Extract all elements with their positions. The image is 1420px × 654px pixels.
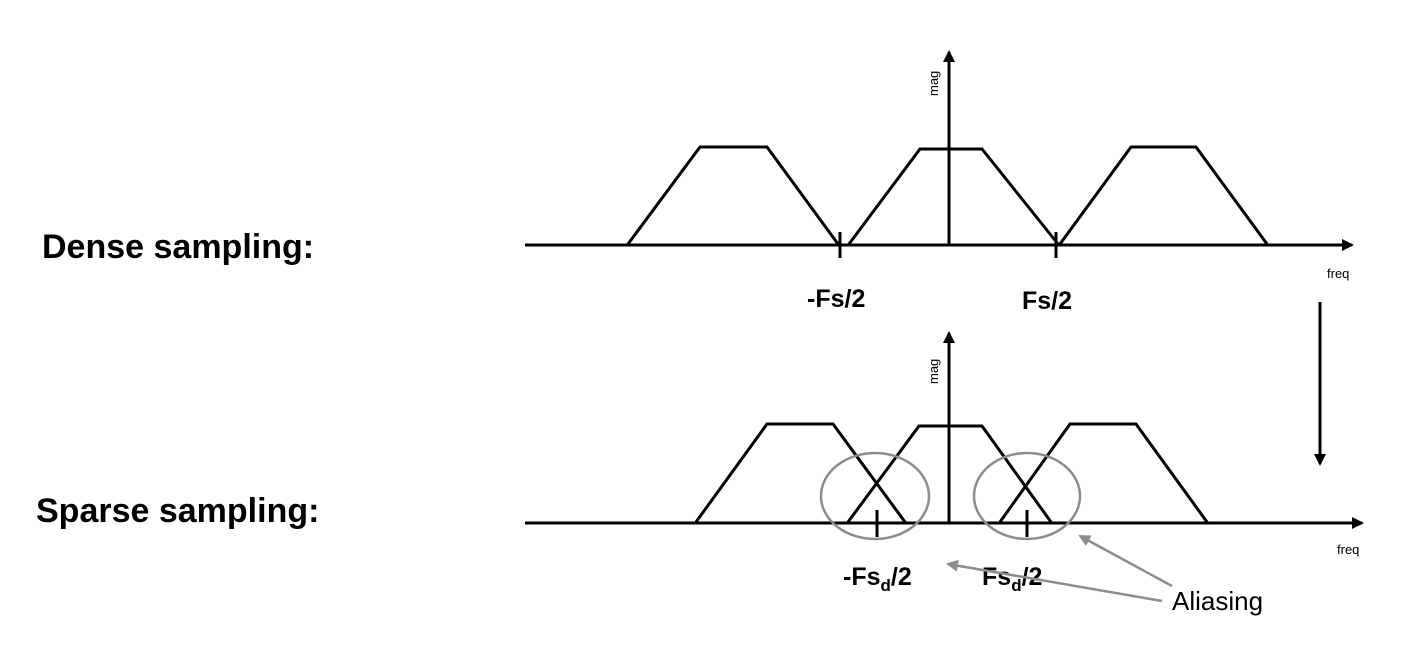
dense-pos-fs-label: Fs/2: [1022, 287, 1072, 315]
dense-replica-center: [847, 147, 1060, 245]
dense-replica-right: [1058, 145, 1269, 245]
dense-spectrum-plot: mag freq -Fs/2 Fs/2: [525, 50, 1354, 315]
aliasing-arrow-right: [1078, 534, 1173, 588]
dense-replica-left: [626, 145, 840, 245]
sparse-pos-fsd-label: Fsd/2: [982, 563, 1042, 595]
sparse-spectrum-plot: mag freq -Fsd/2 Fsd/2: [525, 331, 1364, 595]
sparse-sampling-label: Sparse sampling:: [36, 492, 319, 530]
aliasing-arrow-left: [946, 559, 1163, 603]
aliasing-circle-right: [972, 451, 1082, 541]
sparse-replica-center: [846, 424, 1053, 523]
dense-neg-fs-label: -Fs/2: [807, 285, 865, 313]
aliasing-label: Aliasing: [1172, 586, 1263, 616]
sparse-mag-label: mag: [926, 359, 941, 384]
dense-freq-label: freq: [1327, 266, 1349, 281]
dense-mag-label: mag: [926, 71, 941, 96]
sparse-neg-fsd-label: -Fsd/2: [843, 563, 912, 595]
sparse-replica-left: [694, 422, 907, 523]
aliasing-circle-left: [819, 451, 931, 541]
sparse-freq-label: freq: [1337, 542, 1359, 557]
sparse-replica-right: [998, 422, 1209, 523]
dense-sampling-label: Dense sampling:: [42, 228, 314, 266]
